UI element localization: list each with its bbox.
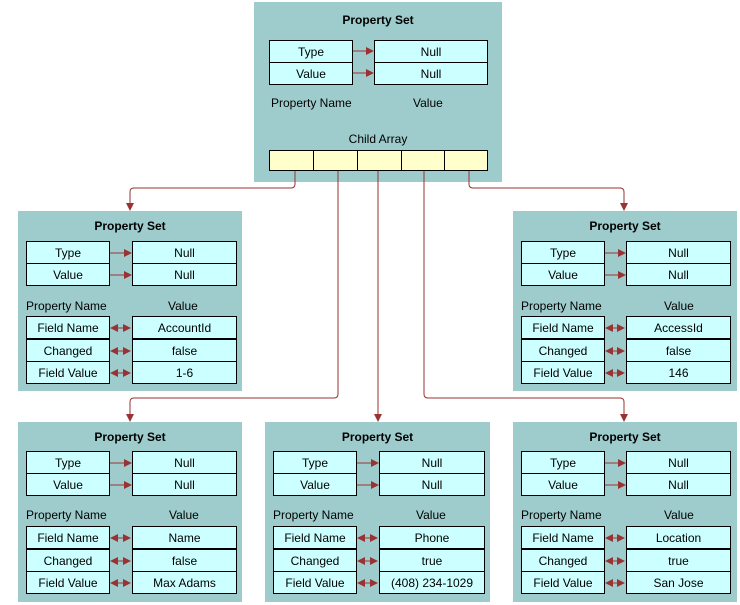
- property-name-header: Property Name: [521, 299, 602, 313]
- value-value: Null: [379, 473, 485, 496]
- property-name-header: Property Name: [26, 508, 107, 522]
- type-label: Type: [26, 451, 110, 474]
- value-header: Value: [416, 508, 446, 522]
- child-array-slot: [401, 150, 445, 171]
- property-name-header: Property Name: [271, 96, 352, 110]
- child-array-slot: [269, 150, 314, 171]
- row-name: Field Name: [521, 526, 605, 549]
- type-value: Null: [132, 451, 237, 474]
- child-array-label: Child Array: [348, 132, 408, 146]
- row-name: Changed: [521, 549, 605, 572]
- property-set-root: Property Set Type Null Value Null Proper…: [254, 2, 502, 182]
- row-value: (408) 234-1029: [379, 571, 485, 594]
- row-value: false: [626, 339, 731, 362]
- value-value: Null: [374, 62, 488, 85]
- row-value: Location: [626, 526, 731, 549]
- row-value: false: [132, 339, 237, 362]
- row-name: Field Name: [26, 526, 110, 549]
- value-value: Null: [132, 473, 237, 496]
- row-value: Max Adams: [132, 571, 237, 594]
- property-name-header: Property Name: [273, 508, 354, 522]
- value-header: Value: [168, 299, 198, 313]
- value-header: Value: [664, 508, 694, 522]
- row-value: San Jose: [626, 571, 731, 594]
- type-value: Null: [132, 241, 237, 264]
- type-label: Type: [521, 451, 605, 474]
- property-set-child-phone: Property Set Type Null Value Null Proper…: [265, 422, 490, 602]
- property-set-title: Property Set: [341, 430, 414, 444]
- value-value: Null: [626, 473, 731, 496]
- property-set-title: Property Set: [342, 13, 414, 27]
- row-name: Changed: [273, 549, 357, 572]
- row-name: Field Value: [273, 571, 357, 594]
- row-name: Field Value: [26, 361, 110, 384]
- value-label: Value: [521, 263, 605, 286]
- type-value: Null: [374, 40, 488, 63]
- row-name: Changed: [26, 549, 110, 572]
- value-header: Value: [664, 299, 694, 313]
- row-value: Name: [132, 526, 237, 549]
- row-name: Field Value: [521, 361, 605, 384]
- row-value: AccessId: [626, 316, 731, 339]
- property-set-title: Property Set: [94, 430, 166, 444]
- row-value: 1-6: [132, 361, 237, 384]
- row-value: 146: [626, 361, 731, 384]
- type-label: Type: [521, 241, 605, 264]
- type-value: Null: [379, 451, 485, 474]
- row-value: Phone: [379, 526, 485, 549]
- row-value: false: [132, 549, 237, 572]
- type-label: Type: [273, 451, 357, 474]
- type-value: Null: [626, 451, 731, 474]
- type-value: Null: [626, 241, 731, 264]
- property-set-child-accessid: Property Set Type Null Value Null Proper…: [513, 211, 737, 391]
- row-name: Changed: [26, 339, 110, 362]
- value-header: Value: [413, 96, 443, 110]
- property-set-child-accountid: Property Set Type Null Value Null Proper…: [18, 211, 242, 391]
- value-label: Value: [26, 263, 110, 286]
- property-name-header: Property Name: [521, 508, 602, 522]
- row-value: AccountId: [132, 316, 237, 339]
- row-name: Changed: [521, 339, 605, 362]
- value-header: Value: [169, 508, 199, 522]
- property-name-header: Property Name: [26, 299, 107, 313]
- property-set-title: Property Set: [94, 219, 166, 233]
- row-value: true: [379, 549, 485, 572]
- type-label: Type: [269, 40, 353, 63]
- property-set-child-location: Property Set Type Null Value Null Proper…: [513, 422, 737, 602]
- row-name: Field Name: [273, 526, 357, 549]
- value-label: Value: [269, 62, 353, 85]
- row-name: Field Value: [26, 571, 110, 594]
- value-value: Null: [626, 263, 731, 286]
- row-name: Field Value: [521, 571, 605, 594]
- child-array-slot: [357, 150, 402, 171]
- value-value: Null: [132, 263, 237, 286]
- property-set-title: Property Set: [589, 430, 661, 444]
- value-label: Value: [26, 473, 110, 496]
- property-set-title: Property Set: [589, 219, 661, 233]
- row-value: true: [626, 549, 731, 572]
- property-set-child-name: Property Set Type Null Value Null Proper…: [18, 422, 242, 602]
- type-label: Type: [26, 241, 110, 264]
- value-label: Value: [521, 473, 605, 496]
- row-name: Field Name: [26, 316, 110, 339]
- child-array-slot: [444, 150, 488, 171]
- child-array-slot: [313, 150, 358, 171]
- row-name: Field Name: [521, 316, 605, 339]
- value-label: Value: [273, 473, 357, 496]
